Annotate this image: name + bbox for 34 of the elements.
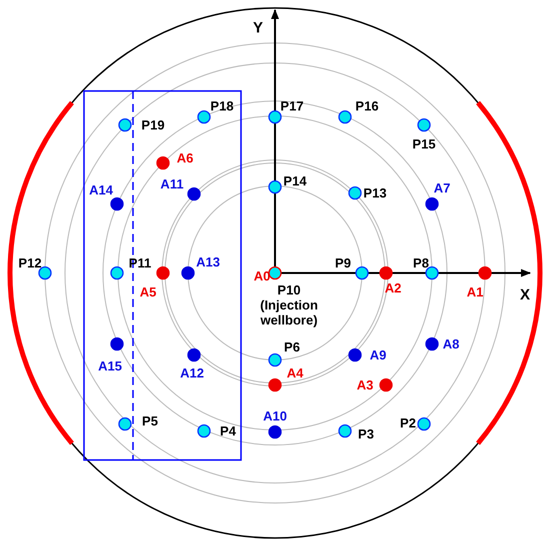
well-label: A1 xyxy=(466,284,484,300)
well-label: P19 xyxy=(141,118,165,132)
well-label: A9 xyxy=(370,348,386,362)
well-label: P17 xyxy=(280,98,304,114)
well-label: A13 xyxy=(196,254,220,270)
well-label: A2 xyxy=(384,280,402,296)
well-label: A6 xyxy=(176,150,194,166)
well-label: P10 (Injection wellbore) xyxy=(259,282,319,328)
well-label: A10 xyxy=(263,408,287,424)
well-label: P15 xyxy=(412,136,436,152)
well-label: P12 xyxy=(18,256,42,270)
well-label: P2 xyxy=(400,416,416,430)
well-label: P6 xyxy=(284,340,300,354)
well-label: A12 xyxy=(180,366,204,380)
well-label: P8 xyxy=(413,256,429,270)
well-label: P9 xyxy=(335,256,351,270)
well-label: A11 xyxy=(160,176,184,192)
well-label: A8 xyxy=(442,336,460,352)
well-label: A7 xyxy=(434,180,450,196)
well-label: A3 xyxy=(356,378,374,392)
well-label: A14 xyxy=(89,182,113,198)
well-label: P16 xyxy=(355,98,379,114)
axis-label: X xyxy=(520,288,530,302)
well-label: A15 xyxy=(98,358,122,374)
well-label: P5 xyxy=(142,414,158,428)
well-label: P14 xyxy=(283,174,307,188)
well-label: A4 xyxy=(286,366,304,380)
well-label: A0 xyxy=(254,268,270,284)
well-label: P3 xyxy=(358,426,374,442)
well-label: A5 xyxy=(140,284,156,300)
well-label: P13 xyxy=(363,186,387,200)
well-label: P18 xyxy=(210,98,234,114)
axis-label: Y xyxy=(253,20,263,36)
well-label: P4 xyxy=(220,424,236,438)
